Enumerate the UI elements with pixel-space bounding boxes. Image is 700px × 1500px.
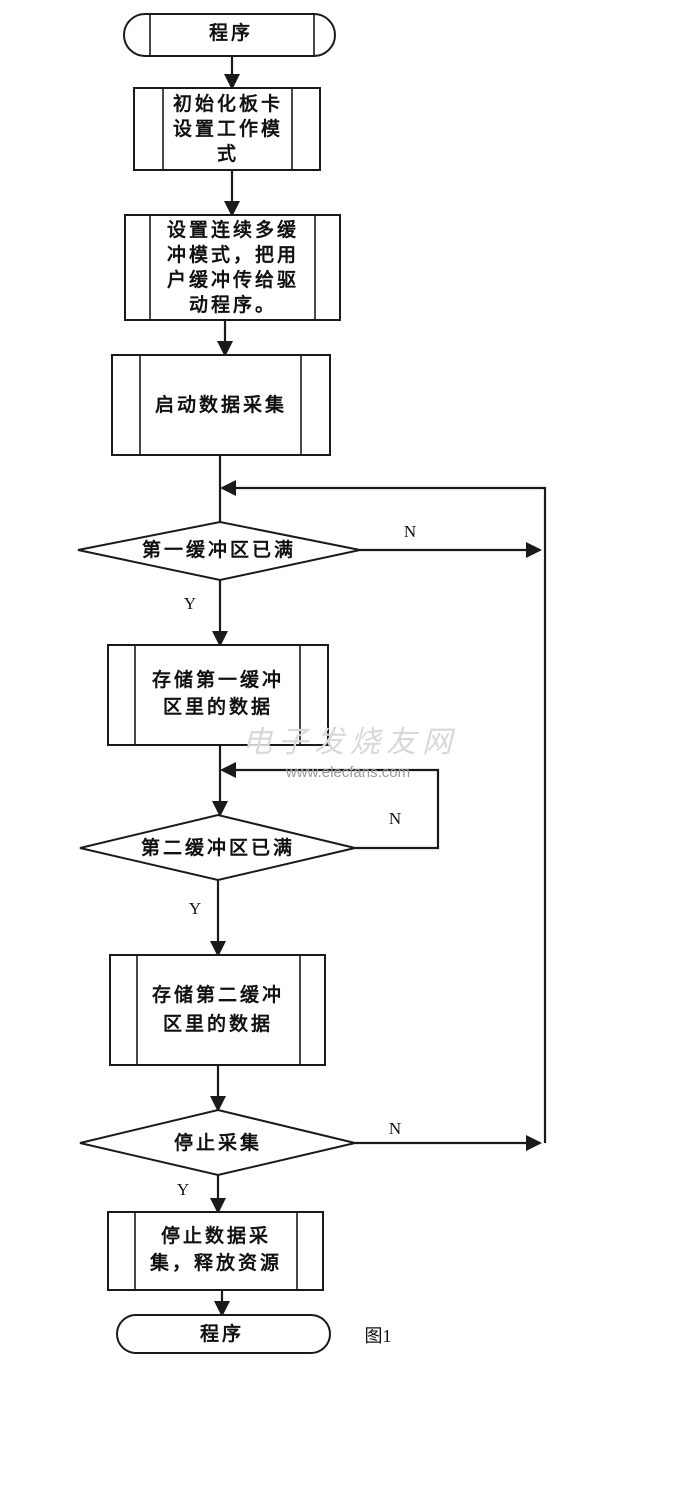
step-text: 冲模式，把用 xyxy=(167,243,299,266)
step-text: 区里的数据 xyxy=(163,1012,273,1035)
step-text: 初始化板卡 xyxy=(173,92,283,115)
process-init-board: 初始化板卡 设置工作模 式 xyxy=(133,87,321,171)
process-start-acquisition: 启动数据采集 xyxy=(111,354,331,456)
decision-buffer1-full: 第一缓冲区已满 xyxy=(77,520,361,582)
step-text: 停止数据采 xyxy=(161,1224,271,1247)
no-label: N xyxy=(389,809,401,828)
step-text: 动程序。 xyxy=(189,293,277,316)
start-terminal: 程序 xyxy=(123,13,336,57)
decision-text: 第一缓冲区已满 xyxy=(142,538,296,561)
step-text: 户缓冲传给驱 xyxy=(167,268,299,291)
watermark-url: www.elecfans.com xyxy=(285,764,410,781)
step-text: 设置连续多缓 xyxy=(167,218,299,241)
process-store-buffer1: 存储第一缓冲 区里的数据 xyxy=(107,644,329,746)
loop-back-line xyxy=(220,480,547,1143)
decision-buffer2-full: 第二缓冲区已满 xyxy=(79,813,356,882)
end-terminal: 程序 xyxy=(116,1314,331,1354)
end-label: 程序 xyxy=(200,1322,244,1345)
watermark-title: 电子发烧友网 xyxy=(242,725,458,760)
no-label: N xyxy=(404,522,416,541)
step-text: 式 xyxy=(217,142,239,165)
step-text: 集，释放资源 xyxy=(149,1251,282,1274)
step-text: 存储第二缓冲 xyxy=(152,983,284,1006)
decision-text: 停止采集 xyxy=(174,1131,262,1154)
step-text: 存储第一缓冲 xyxy=(152,668,284,691)
step-text: 区里的数据 xyxy=(163,695,273,718)
decision-stop-acquisition: 停止采集 xyxy=(79,1108,356,1177)
process-set-buffer-mode: 设置连续多缓 冲模式，把用 户缓冲传给驱 动程序。 xyxy=(124,214,341,321)
yes-label: Y xyxy=(177,1180,189,1199)
figure-caption: 图1 xyxy=(365,1326,392,1346)
decision-text: 第二缓冲区已满 xyxy=(141,836,295,859)
process-store-buffer2: 存储第二缓冲 区里的数据 xyxy=(109,954,326,1066)
yes-label: Y xyxy=(184,594,196,613)
step-text: 设置工作模 xyxy=(173,117,283,140)
start-label: 程序 xyxy=(209,21,253,44)
buffer2-wait-loop xyxy=(220,762,440,850)
yes-label: Y xyxy=(189,899,201,918)
process-stop-release: 停止数据采 集，释放资源 xyxy=(107,1211,324,1291)
step-text: 启动数据采集 xyxy=(155,393,287,416)
no-label: N xyxy=(389,1119,401,1138)
